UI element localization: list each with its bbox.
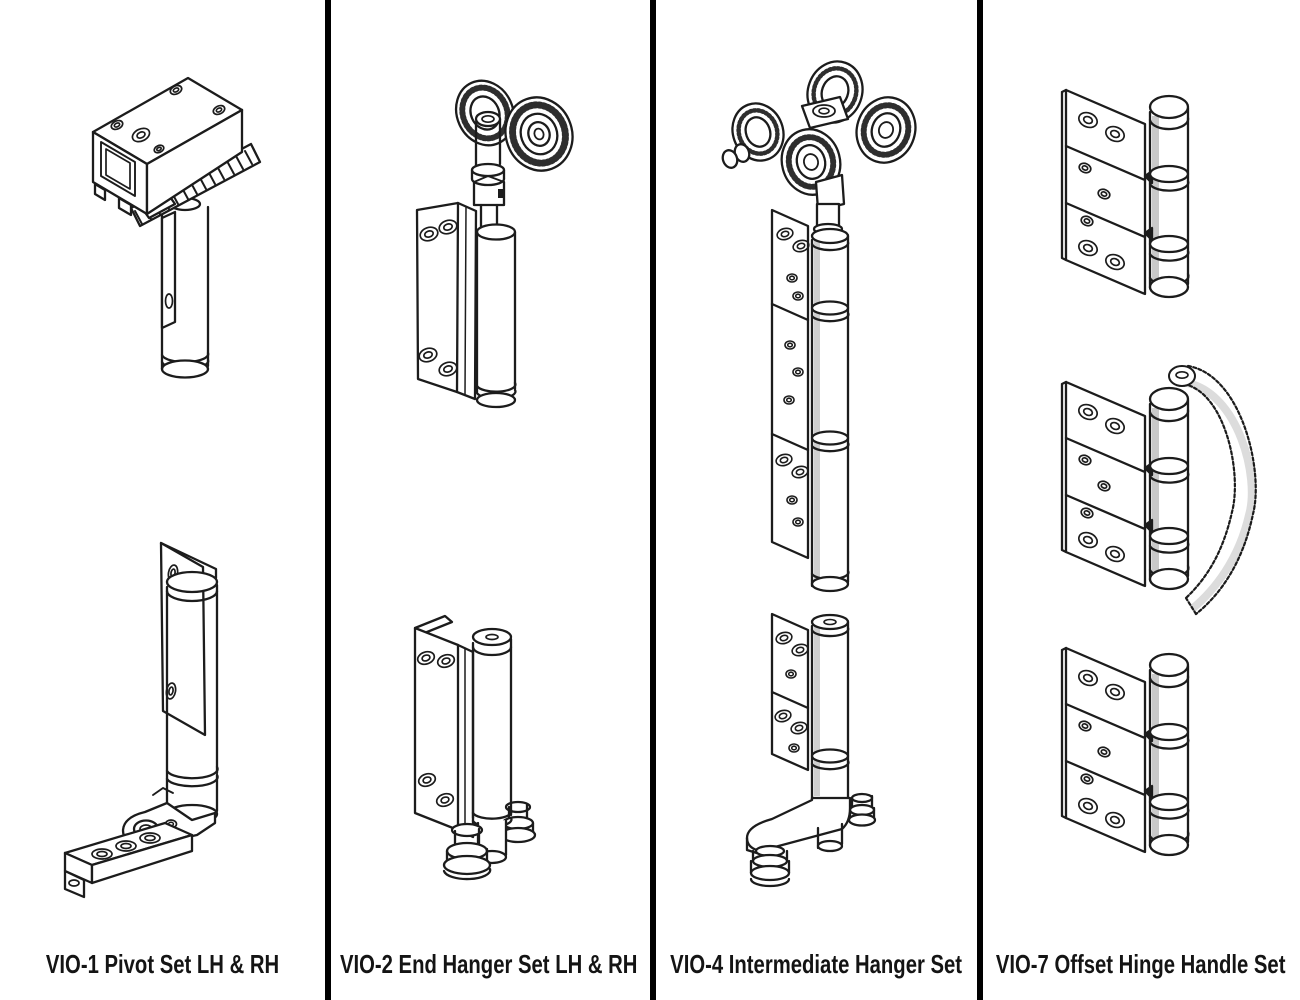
vio7-offset-hinge-bottom-drawing xyxy=(1060,646,1190,857)
label-vio2: VIO-2 End Hanger Set LH & RH xyxy=(328,941,650,987)
vio7-offset-hinge-top-drawing xyxy=(1060,88,1190,299)
label-vio1-text: VIO-1 Pivot Set LH & RH xyxy=(46,948,280,979)
label-vio7-text: VIO-7 Offset Hinge Handle Set xyxy=(995,948,1286,979)
vio2-end-hanger-drawing xyxy=(415,79,574,409)
vio1-bottom-pivot-drawing xyxy=(63,541,219,899)
label-vio2-text: VIO-2 End Hanger Set LH & RH xyxy=(340,948,638,979)
column-divider-1 xyxy=(325,0,331,1000)
vio1-top-pivot-drawing xyxy=(91,76,262,379)
column-divider-2 xyxy=(650,0,656,1000)
column-divider-3 xyxy=(977,0,983,1000)
label-vio4: VIO-4 Intermediate Hanger Set xyxy=(654,941,979,987)
label-vio1: VIO-1 Pivot Set LH & RH xyxy=(0,941,326,987)
vio7-offset-hinge-handle-drawing xyxy=(1060,364,1257,616)
label-vio7: VIO-7 Offset Hinge Handle Set xyxy=(981,941,1300,987)
vio4-intermediate-hanger-drawing xyxy=(721,60,917,888)
vio2-bottom-guide-hinge-drawing xyxy=(413,614,537,881)
label-vio4-text: VIO-4 Intermediate Hanger Set xyxy=(670,948,963,979)
